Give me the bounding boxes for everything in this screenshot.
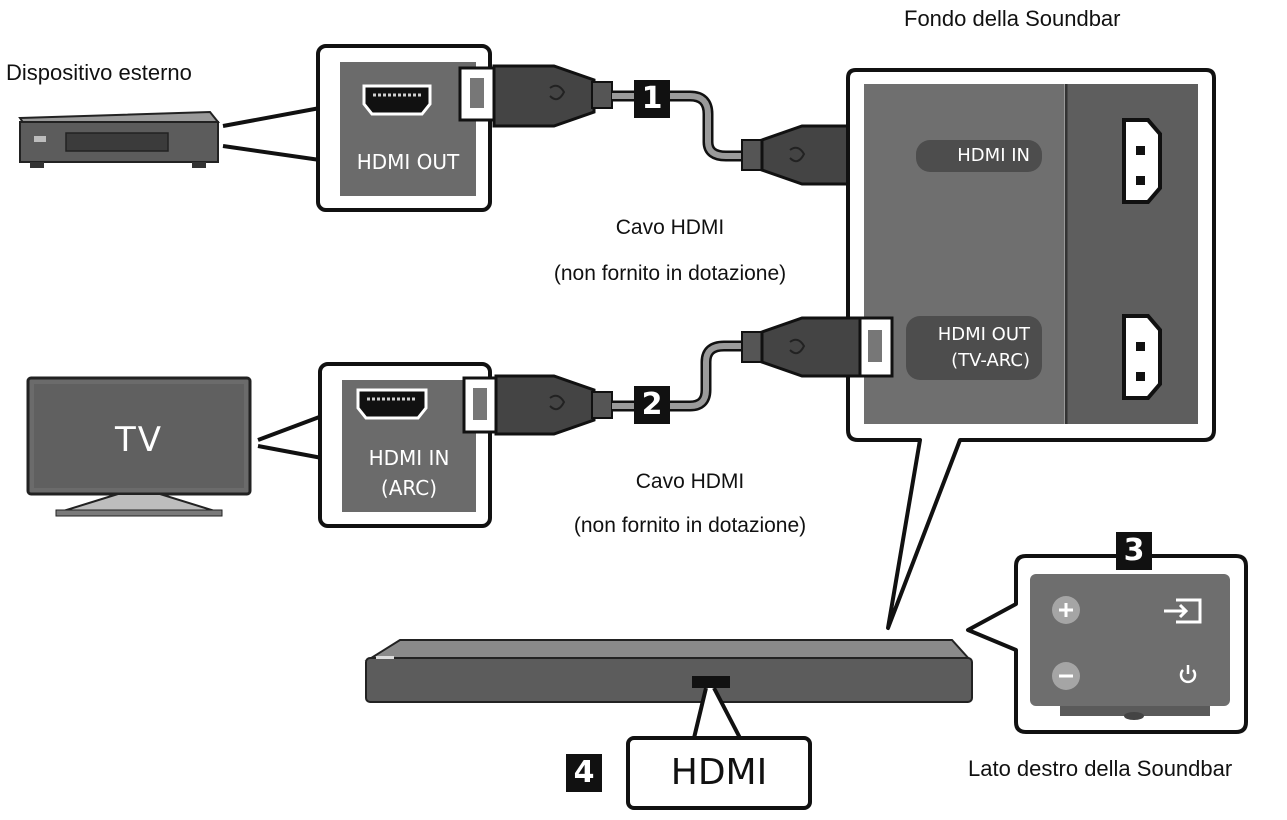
soundbar-right-side-label: Lato destro della Soundbar <box>968 756 1233 781</box>
step-3-badge: 3 <box>1116 532 1152 570</box>
external-device-label: Dispositivo esterno <box>6 60 192 85</box>
soundbar-icon <box>364 639 973 740</box>
external-port-box <box>316 44 492 212</box>
tv-port-box <box>318 362 492 528</box>
step-4-badge: 4 <box>566 754 602 792</box>
cable-1-note: (non fornito in dotazione) <box>553 262 787 285</box>
tv-icon <box>26 376 252 517</box>
cable-2-note: (non fornito in dotazione) <box>573 514 807 537</box>
cable-2 <box>462 316 894 436</box>
tv-callout <box>257 414 324 460</box>
power-icon <box>1179 665 1197 684</box>
cable-2-name: Cavo HDMI <box>635 470 745 493</box>
tv-port-label-line1: HDMI IN <box>368 446 450 470</box>
step-1-badge: 1 <box>634 80 670 118</box>
hdmi-callout-label: HDMI <box>670 752 768 793</box>
source-input-icon <box>1164 598 1202 624</box>
soundbar-hdmi-out-line1: HDMI OUT <box>937 324 1030 345</box>
cable-1 <box>458 64 894 186</box>
external-device-icon <box>18 110 221 168</box>
side-panel <box>966 554 1248 734</box>
tv-label: TV <box>114 420 164 460</box>
soundbar-bottom-label: Fondo della Soundbar <box>904 6 1121 31</box>
external-port-label: HDMI OUT <box>356 150 460 174</box>
soundbar-hdmi-out-line2: (TV-ARC) <box>951 350 1030 371</box>
hdmi-label-box <box>626 736 812 810</box>
device-callout <box>222 106 322 162</box>
soundbar-hdmi-out-pill: HDMI OUT (TV-ARC) <box>906 316 1042 380</box>
tv-port-label-line2: (ARC) <box>380 476 438 500</box>
step-2-badge: 2 <box>634 386 670 424</box>
cable-1-name: Cavo HDMI <box>615 216 725 239</box>
soundbar-hdmi-in-label: HDMI IN <box>916 140 1042 172</box>
